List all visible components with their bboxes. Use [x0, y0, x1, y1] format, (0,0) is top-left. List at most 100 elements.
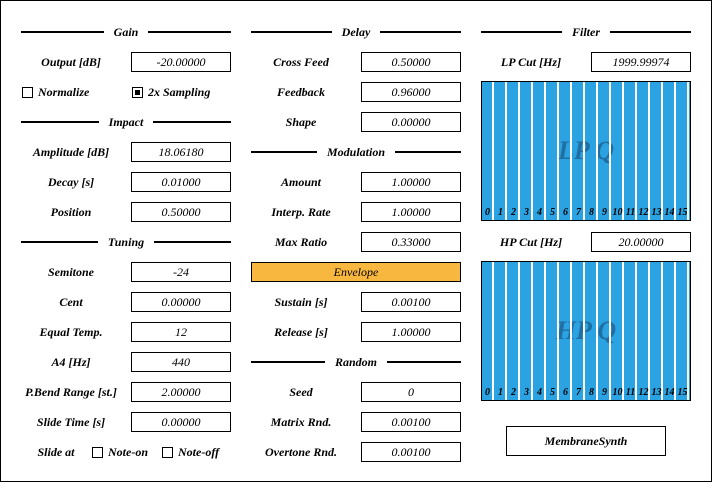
divider	[21, 31, 104, 33]
amplitude-field[interactable]: 18.06180	[131, 142, 231, 162]
sustain-field[interactable]: 0.00100	[361, 292, 461, 312]
section-title: Random	[335, 354, 378, 369]
release-field[interactable]: 1.00000	[361, 322, 461, 342]
seed-field[interactable]: 0	[361, 382, 461, 402]
semitone-field[interactable]: -24	[131, 262, 231, 282]
bar-index-label: 13	[652, 207, 662, 218]
equal-temp-field[interactable]: 12	[131, 322, 231, 342]
q-bar[interactable]	[635, 82, 637, 220]
envelope-button[interactable]: Envelope	[251, 262, 461, 282]
slide-at-label: Slide at	[37, 445, 75, 459]
q-bar[interactable]	[518, 262, 520, 400]
sustain-label: Sustain [s]	[274, 295, 328, 309]
hp-cut-field[interactable]: 20.00000	[591, 232, 691, 252]
slide-time-field[interactable]: 0.00000	[131, 412, 231, 432]
q-bar[interactable]	[674, 82, 676, 220]
interp-rate-field[interactable]: 1.00000	[361, 202, 461, 222]
cross-feed-field[interactable]: 0.50000	[361, 52, 461, 72]
feedback-field[interactable]: 0.96000	[361, 82, 461, 102]
bar-index-label: 13	[652, 387, 662, 398]
q-bar[interactable]	[661, 262, 663, 400]
q-bar[interactable]	[570, 262, 572, 400]
q-bar[interactable]	[687, 262, 689, 400]
q-bar[interactable]	[622, 82, 624, 220]
section-title: Impact	[108, 114, 144, 129]
a4-label: A4 [Hz]	[51, 355, 91, 369]
q-bar[interactable]	[492, 262, 494, 400]
divider	[21, 241, 98, 243]
a4-field[interactable]: 440	[131, 352, 231, 372]
q-bar[interactable]	[492, 82, 494, 220]
section-title: Filter	[572, 24, 601, 39]
divider	[610, 31, 692, 33]
section-modulation: Modulation	[251, 142, 461, 162]
note-off-checkbox[interactable]: Note-off	[162, 442, 219, 462]
q-bar[interactable]	[661, 82, 663, 220]
note-on-checkbox[interactable]: Note-on	[92, 442, 148, 462]
q-bar[interactable]	[609, 262, 611, 400]
amount-field[interactable]: 1.00000	[361, 172, 461, 192]
q-bar[interactable]	[505, 262, 507, 400]
bar-index-label: 4	[536, 387, 542, 398]
pbend-label: P.Bend Range [st.]	[25, 385, 117, 399]
bar-index-label: 14	[665, 387, 675, 398]
shape-field[interactable]: 0.00000	[361, 112, 461, 132]
bar-index-label: 15	[678, 207, 688, 218]
divider	[380, 31, 461, 33]
max-ratio-label: Max Ratio	[274, 235, 328, 249]
bar-index-label: 1	[498, 207, 503, 218]
section-title: Modulation	[326, 144, 386, 159]
q-bar[interactable]	[583, 262, 585, 400]
position-field[interactable]: 0.50000	[131, 202, 231, 222]
overtone-rnd-field[interactable]: 0.00100	[361, 442, 461, 462]
interp-rate-label: Interp. Rate	[271, 205, 331, 219]
matrix-rnd-field[interactable]: 0.00100	[361, 412, 461, 432]
checkbox-icon	[92, 446, 103, 458]
divider	[387, 361, 462, 363]
2x-sampling-checkbox[interactable]: 2x Sampling	[132, 82, 210, 102]
normalize-checkbox[interactable]: Normalize	[22, 82, 89, 102]
bar-index-label: 6	[563, 207, 568, 218]
q-bar[interactable]	[609, 82, 611, 220]
pbend-field[interactable]: 2.00000	[131, 382, 231, 402]
output-field[interactable]: -20.00000	[131, 52, 231, 72]
q-bar[interactable]	[648, 262, 650, 400]
cent-field[interactable]: 0.00000	[131, 292, 231, 312]
q-bar[interactable]	[518, 82, 520, 220]
bar-index-label: 12	[639, 387, 649, 398]
max-ratio-field[interactable]: 0.33000	[361, 232, 461, 252]
section-delay: Delay	[251, 22, 461, 42]
section-title: Gain	[113, 24, 139, 39]
q-bar[interactable]	[544, 262, 546, 400]
q-bar[interactable]	[557, 82, 559, 220]
q-bar[interactable]	[570, 82, 572, 220]
preset-name-button[interactable]: MembraneSynth	[506, 426, 666, 456]
q-bar[interactable]	[622, 262, 624, 400]
q-bar[interactable]	[557, 262, 559, 400]
q-bar[interactable]	[531, 82, 533, 220]
decay-field[interactable]: 0.01000	[131, 172, 231, 192]
bar-index-label: 2	[510, 387, 516, 398]
lp-cut-field[interactable]: 1999.99974	[591, 52, 691, 72]
bar-index-label: 4	[536, 207, 542, 218]
q-bar[interactable]	[674, 262, 676, 400]
q-bar[interactable]	[505, 82, 507, 220]
q-bar[interactable]	[583, 82, 585, 220]
q-bar[interactable]	[596, 262, 598, 400]
q-bar[interactable]	[648, 82, 650, 220]
bar-index-label: 11	[626, 387, 635, 398]
section-impact: Impact	[21, 112, 232, 132]
q-bar[interactable]	[544, 82, 546, 220]
q-bar[interactable]	[635, 262, 637, 400]
q-bar[interactable]	[687, 82, 689, 220]
q-bar[interactable]	[531, 262, 533, 400]
divider	[148, 31, 231, 33]
q-bar[interactable]	[596, 82, 598, 220]
overtone-rnd-label: Overtone Rnd.	[265, 445, 337, 459]
bar-index-label: 2	[510, 207, 516, 218]
amount-label: Amount	[280, 175, 322, 189]
